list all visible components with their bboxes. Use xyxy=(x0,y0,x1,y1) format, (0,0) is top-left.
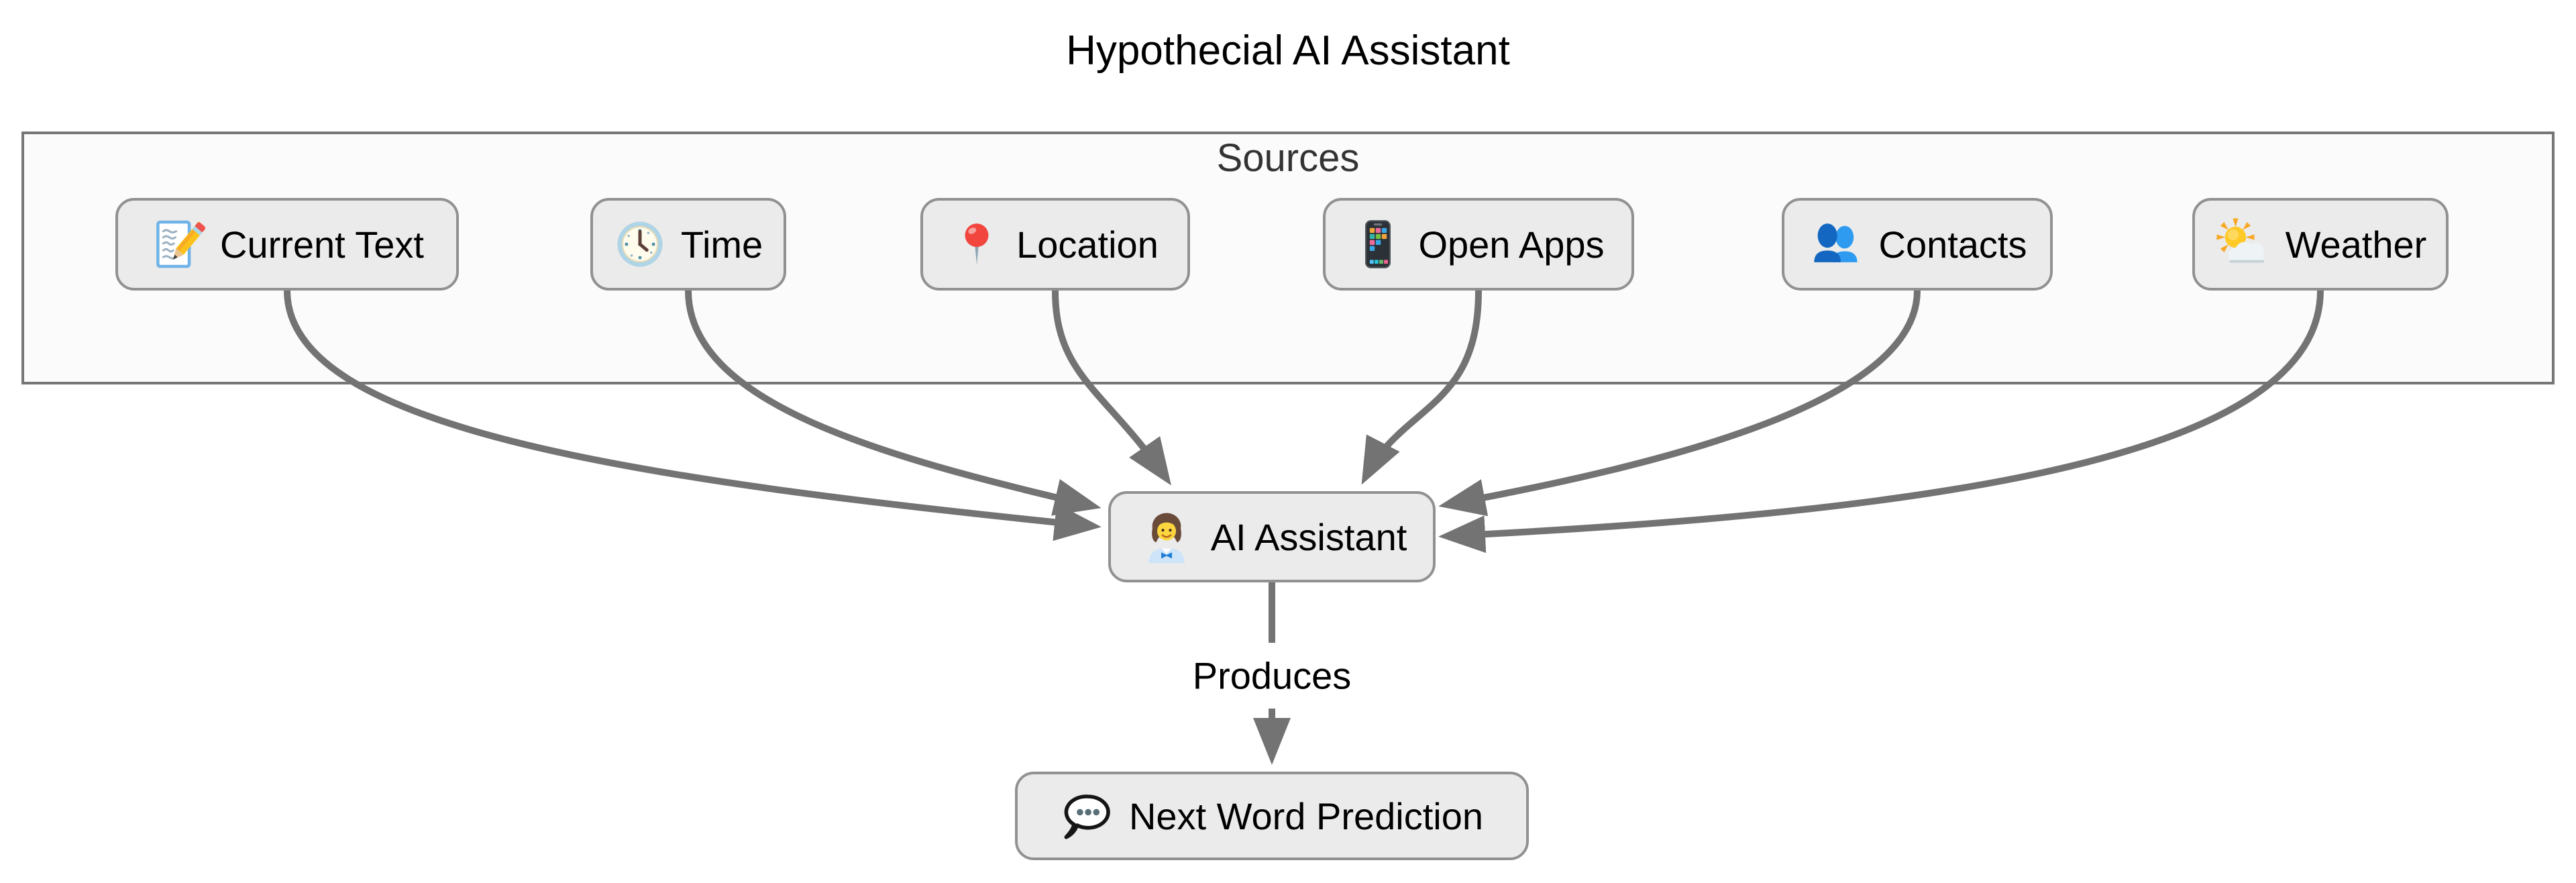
edge-open-apps-to-assistant xyxy=(1361,290,1482,485)
node-open-apps: Open Apps xyxy=(1323,198,1634,291)
round-pushpin-icon xyxy=(965,223,989,265)
node-label: Weather xyxy=(2285,223,2427,266)
node-weather: Weather xyxy=(2192,198,2449,291)
node-next-word-prediction: Next Word Prediction xyxy=(1015,772,1529,860)
speech-balloon-icon xyxy=(1064,794,1110,839)
edge-label-produces: Produces xyxy=(1183,651,1361,700)
node-label: Contacts xyxy=(1878,223,2027,266)
node-contacts: Contacts xyxy=(1782,198,2053,291)
diagram-title: Hypothecial AI Assistant xyxy=(1066,28,1510,74)
node-time: Time xyxy=(590,198,786,291)
node-label: Open Apps xyxy=(1418,223,1605,266)
person-icon xyxy=(1148,513,1185,564)
node-label: Time xyxy=(680,223,763,266)
edge-weather-to-assistant xyxy=(1438,290,2324,554)
node-label: Current Text xyxy=(220,223,424,266)
edge-location-to-assistant xyxy=(1052,290,1171,486)
sources-container-label: Sources xyxy=(1216,136,1360,180)
node-location: Location xyxy=(920,198,1190,291)
clock-icon xyxy=(617,221,663,267)
edge-current-text-to-assistant xyxy=(284,290,1102,541)
sun-behind-cloud-icon xyxy=(2216,218,2264,263)
mobile-phone-icon xyxy=(1365,220,1391,268)
node-label: Location xyxy=(1016,223,1159,266)
edge-time-to-assistant xyxy=(685,290,1102,516)
memo-icon xyxy=(156,220,205,268)
node-label: Next Word Prediction xyxy=(1128,794,1484,837)
busts-in-silhouette-icon xyxy=(1813,223,1857,262)
edge-contacts-to-assistant xyxy=(1438,290,1921,517)
node-current-text: Current Text xyxy=(115,198,459,291)
node-label: AI Assistant xyxy=(1210,515,1407,558)
node-ai-assistant: AI Assistant xyxy=(1108,491,1436,582)
